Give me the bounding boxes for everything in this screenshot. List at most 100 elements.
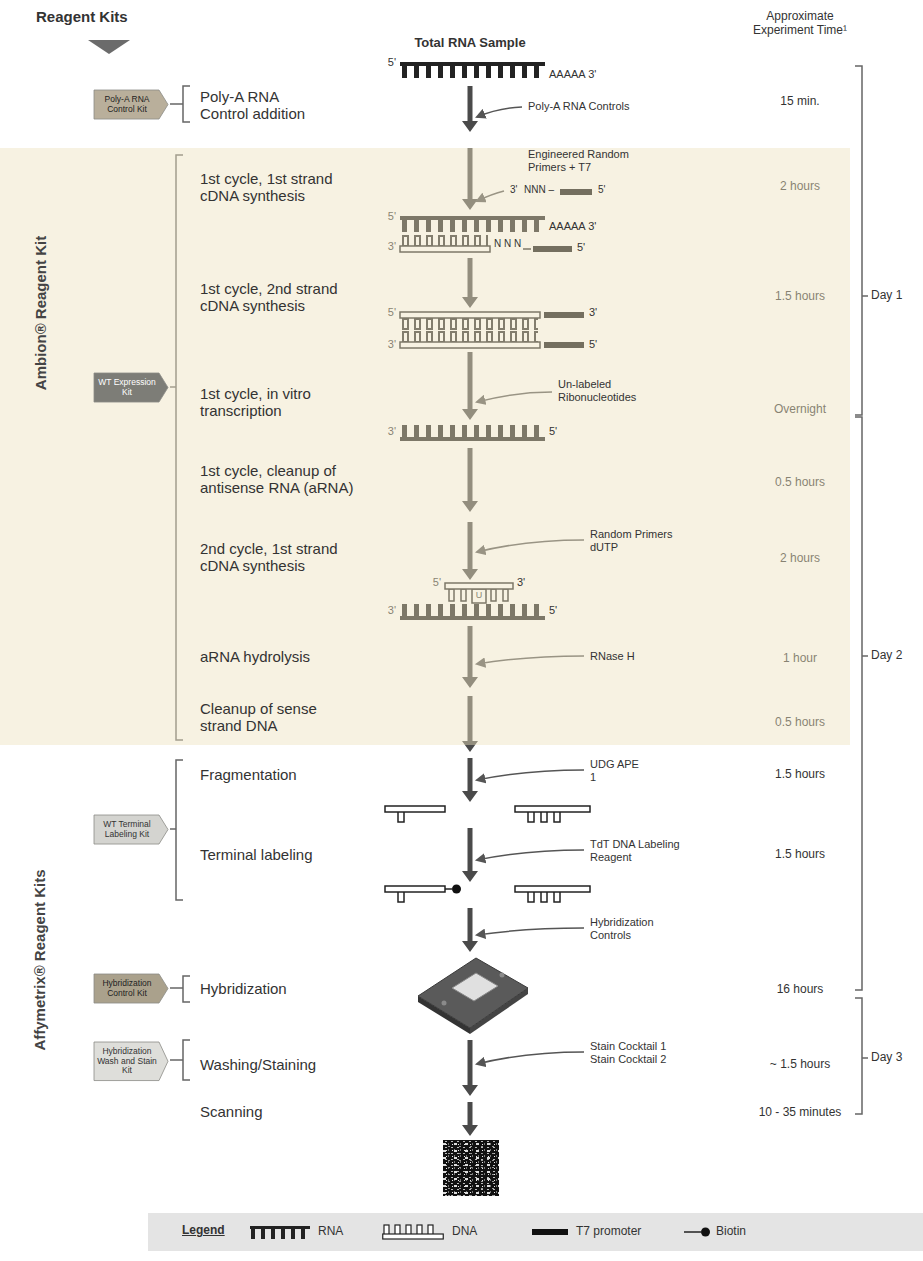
day-label: Day 2	[871, 649, 902, 663]
label-holder: Engineered Random Primers + T7	[528, 148, 663, 173]
bracket-tick	[862, 1057, 868, 1059]
step-label: Poly-A RNA Control addition	[200, 88, 320, 123]
kit-tag: Hybridization Control Kit	[94, 974, 168, 1003]
reagent-callout: Un-labeled Ribonucleotides	[558, 378, 668, 403]
reagent-callout: Random Primers dUTP	[590, 528, 690, 553]
label-holder: 1st cycle, 1st strand cDNA synthesis	[200, 170, 375, 205]
reagent-callout: Hybridization Controls	[590, 916, 680, 941]
biotin-dot	[452, 885, 461, 894]
label-holder: 3'	[510, 184, 517, 196]
time-estimate: 15 min.	[780, 95, 819, 109]
dna-backbone	[383, 1234, 444, 1239]
kit-name: Poly-A RNA Control Kit	[94, 90, 168, 119]
kit-name: Hybridization Control Kit	[94, 974, 168, 1003]
reagent-callout: TdT DNA Labeling Reagent	[590, 838, 710, 863]
flow-arrow	[462, 1040, 478, 1096]
day-bracket	[855, 417, 862, 990]
biotin-link	[445, 888, 452, 890]
label-holder: Poly-A RNA Control addition	[200, 88, 320, 123]
reagent-callout: Poly-A RNA Controls	[528, 100, 629, 113]
label-holder: Poly-A RNA Controls	[528, 100, 629, 113]
dna-fragments	[385, 806, 590, 822]
step-bracket	[183, 86, 190, 122]
reagent-callout: RNase H	[590, 650, 635, 663]
day-bracket	[855, 66, 862, 415]
legend-text: Biotin	[716, 1225, 746, 1239]
label-holder: Hybridization Controls	[590, 916, 680, 941]
kit-name: WT Expression Kit	[94, 373, 168, 402]
legend-text-holder: Biotin	[716, 1225, 746, 1239]
label-holder: Hybridization	[200, 980, 287, 997]
label-holder: Day 1	[871, 289, 902, 303]
step-bracket	[183, 1040, 190, 1080]
legend-text: DNA	[452, 1225, 477, 1239]
day-bracket	[855, 998, 862, 1114]
bracket-tick	[170, 828, 176, 830]
kit-tag-outline	[94, 373, 168, 402]
rna-backbone	[400, 62, 545, 66]
strand-end-label: 5'	[388, 56, 396, 69]
reagent-callout: UDG APE 1	[590, 758, 640, 783]
label-holder: Fragmentation	[200, 766, 297, 783]
label-holder: TdT DNA Labeling Reagent	[590, 838, 710, 863]
label-holder: Legend	[182, 1224, 225, 1238]
strand-end-label: AAAAA 3'	[549, 220, 596, 233]
bracket-tick	[862, 295, 868, 297]
time-estimate: 10 - 35 minutes	[759, 1106, 842, 1120]
label-holder: 1st cycle, in vitro transcription	[200, 385, 375, 420]
label-holder: NNN –	[524, 184, 554, 196]
time-estimate: 1.5 hours	[775, 848, 825, 862]
legend-sample	[684, 1225, 712, 1239]
label-holder: Reagent Kits	[36, 8, 128, 25]
chip-window	[452, 973, 498, 1001]
kit-tag: WT Terminal Labeling Kit	[94, 815, 168, 844]
label-holder: Cleanup of sense strand DNA	[200, 700, 330, 735]
day-label: Day 3	[871, 1051, 902, 1065]
label-holder: 5'	[388, 56, 396, 69]
kit-group-label: Affymetrix® Reagent Kits	[31, 869, 48, 1050]
step-label: Terminal labeling	[200, 846, 313, 863]
kit-group-label: Ambion® Reagent Kit	[32, 236, 49, 390]
dna-backbone	[515, 806, 590, 812]
label-holder: 15 min.	[780, 95, 819, 109]
label-holder: 5'	[549, 604, 557, 617]
label-holder: RNase H	[590, 650, 635, 663]
step-label: 2nd cycle, 1st strand cDNA synthesis	[200, 540, 375, 575]
kit-band: Ambion® Reagent Kit WT Expression Kit	[0, 148, 850, 745]
time-estimate: ~ 1.5 hours	[770, 1058, 830, 1072]
legend-heading: Legend	[182, 1224, 225, 1238]
label-holder: AAAAA 3'	[549, 68, 596, 81]
label-holder: 5'	[577, 241, 585, 254]
legend-sample-drawing	[382, 1224, 444, 1240]
bracket-tick	[170, 103, 183, 105]
label-holder: 10 - 35 minutes	[759, 1106, 842, 1120]
time-estimate: 16 hours	[777, 983, 824, 997]
bracket-tick	[170, 1059, 183, 1061]
rna-bases	[251, 1229, 310, 1239]
strand-end-label: 3'	[589, 306, 597, 319]
label-holder: 1st cycle, 2nd strand cDNA synthesis	[200, 280, 375, 315]
label-holder: 3'	[589, 306, 597, 319]
label-holder: ~ 1.5 hours	[770, 1058, 830, 1072]
step-label: 1st cycle, cleanup of antisense RNA (aRN…	[200, 462, 375, 497]
kit-name: WT Terminal Labeling Kit	[94, 815, 168, 844]
label-holder: 16 hours	[777, 983, 824, 997]
flow-arrow	[462, 1102, 478, 1136]
legend-text: RNA	[318, 1225, 343, 1239]
day-label: Day 1	[871, 289, 902, 303]
legend-sample	[382, 1224, 444, 1240]
kit-name: Hybridization Wash and Stain Kit	[94, 1042, 168, 1081]
dna-backbone	[515, 886, 590, 892]
bracket-tick	[170, 987, 183, 989]
label-holder: N N N	[494, 238, 521, 250]
label-holder: Day 2	[871, 649, 902, 663]
step-label: 1st cycle, 1st strand cDNA synthesis	[200, 170, 375, 205]
time-estimate: 1.5 hours	[775, 768, 825, 782]
callout-leader	[477, 1052, 584, 1064]
callout-leader	[477, 107, 522, 117]
label-holder: aRNA hydrolysis	[200, 648, 310, 665]
label-holder: Washing/Staining	[200, 1056, 316, 1073]
label-holder: 5'	[589, 338, 597, 351]
chip-septum	[500, 973, 505, 978]
